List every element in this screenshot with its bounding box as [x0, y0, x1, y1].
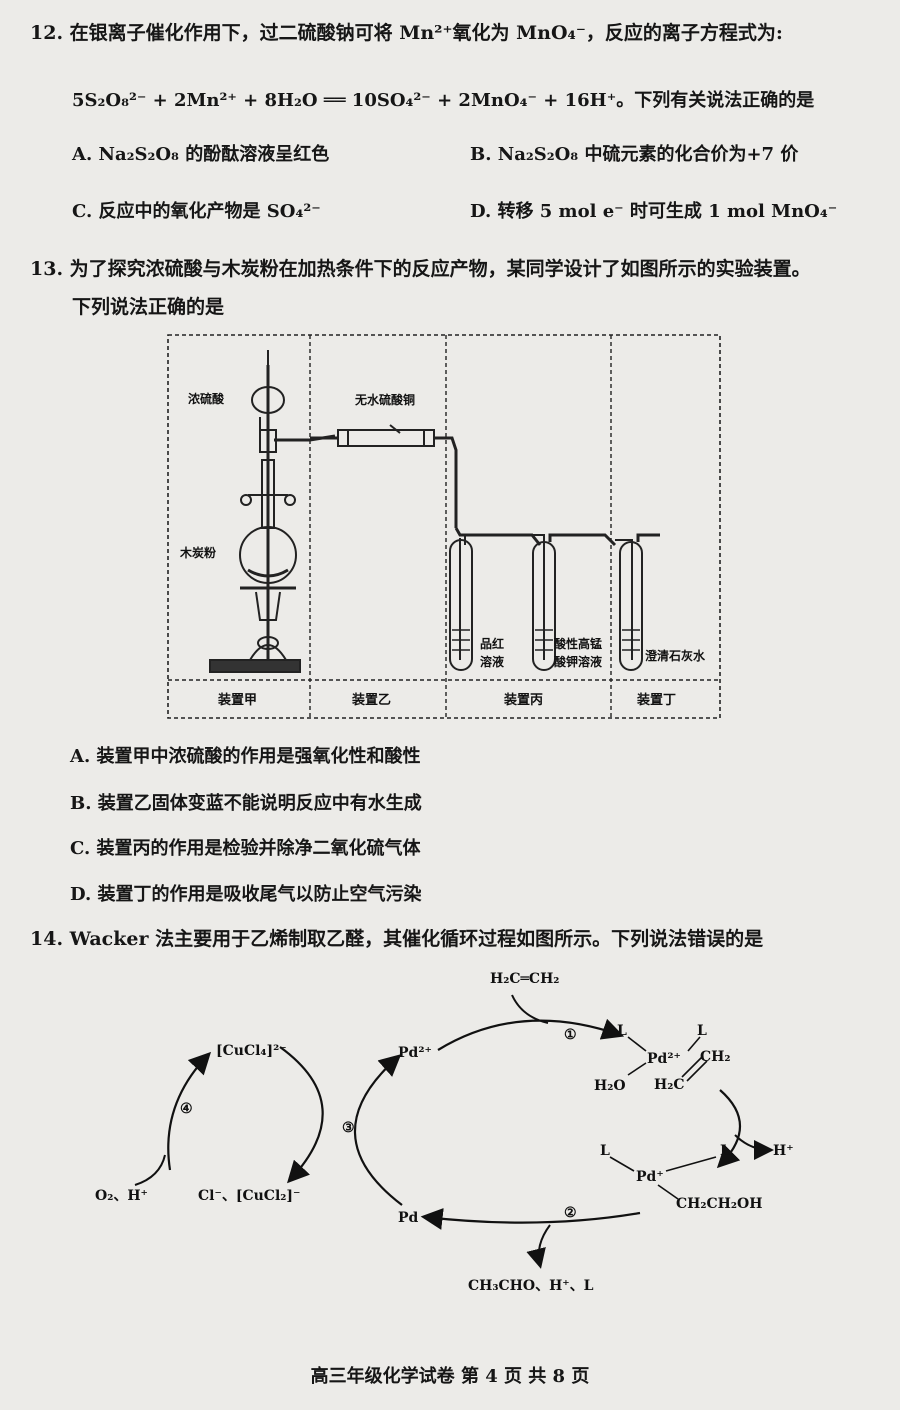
- section-ding: 装置丁: [636, 692, 676, 708]
- section-yi: 装置乙: [351, 692, 391, 708]
- q12-equation: 5S₂O₈²⁻ + 2Mn²⁺ + 8H₂O ══ 10SO₄²⁻ + 2MnO…: [72, 90, 617, 111]
- label-conc-acid: 浓硫酸: [188, 391, 225, 406]
- svg-text:H₂O: H₂O: [594, 1078, 626, 1094]
- q12-option-b: B. Na₂S₂O₈ 中硫元素的化合价为+7 价: [470, 144, 799, 165]
- svg-text:CH₂CH₂OH: CH₂CH₂OH: [676, 1196, 762, 1212]
- section-jia: 装置甲: [217, 692, 257, 708]
- label-charcoal: 木炭粉: [179, 545, 216, 560]
- q12-option-d: D. 转移 5 mol e⁻ 时可生成 1 mol MnO₄⁻: [470, 201, 838, 222]
- apparatus-jia: [209, 350, 336, 673]
- q12-option-c: C. 反应中的氧化产物是 SO₄²⁻: [72, 201, 321, 222]
- svg-text:CH₂: CH₂: [700, 1049, 731, 1065]
- q12-option-a: A. Na₂S₂O₈ 的酚酞溶液呈红色: [72, 144, 330, 165]
- q13-stem-line1: 13. 为了探究浓硫酸与木炭粉在加热条件下的反应产物，某同学设计了如图所示的实验…: [30, 258, 811, 280]
- svg-text:L: L: [600, 1143, 610, 1159]
- label-o2-h: O₂、H⁺: [95, 1188, 148, 1204]
- label-ethylene: H₂C═CH₂: [490, 971, 559, 987]
- step-3: ③: [342, 1120, 355, 1136]
- section-bing: 装置丙: [503, 692, 543, 708]
- q13-apparatus-figure: 浓硫酸 木炭粉 无水硫酸铜 品红 溶液 酸性高锰 酸钾溶液: [167, 334, 721, 719]
- step-2: ②: [564, 1205, 577, 1221]
- label-limewater: 澄清石灰水: [645, 648, 706, 663]
- svg-text:Pd²⁺: Pd²⁺: [647, 1051, 681, 1067]
- label-kmno4-1: 酸性高锰: [554, 636, 602, 651]
- q13-option-a: A. 装置甲中浓硫酸的作用是强氧化性和酸性: [70, 746, 421, 767]
- svg-text:H₂C: H₂C: [654, 1077, 685, 1093]
- apparatus-yi: [310, 424, 458, 528]
- apparatus-bing: [449, 527, 617, 671]
- figure-frame: [167, 334, 721, 719]
- step-1: ①: [564, 1027, 577, 1043]
- label-pinhong-2: 溶液: [480, 654, 504, 669]
- q13-option-b: B. 装置乙固体变蓝不能说明反应中有水生成: [70, 793, 422, 814]
- label-cucl4: [CuCl₄]²⁻: [216, 1043, 287, 1059]
- q14-catalytic-cycle-figure: H₂C═CH₂ Pd²⁺ ① L L Pd²⁺ H₂O CH₂ H₂C H⁺ L…: [95, 971, 794, 1294]
- label-pd2: Pd²⁺: [398, 1045, 432, 1061]
- q12-stem: 12. 在银离子催化作用下，过二硫酸钠可将 Mn²⁺氧化为 MnO₄⁻，反应的离…: [30, 22, 783, 44]
- label-pd: Pd: [398, 1210, 419, 1226]
- q13-option-c: C. 装置丙的作用是检验并除净二氧化硫气体: [70, 838, 421, 859]
- step-4: ④: [180, 1101, 193, 1117]
- svg-text:Pd⁺: Pd⁺: [636, 1169, 664, 1185]
- q12-equation-line: 5S₂O₈²⁻ + 2Mn²⁺ + 8H₂O ══ 10SO₄²⁻ + 2MnO…: [72, 86, 814, 112]
- q12-equation-tail: 。下列有关说法正确的是: [616, 90, 815, 111]
- label-cl-cucl2: Cl⁻、[CuCl₂]⁻: [198, 1188, 300, 1204]
- q13-stem-line2: 下列说法正确的是: [72, 296, 225, 318]
- label-h-plus: H⁺: [773, 1143, 794, 1159]
- label-kmno4-2: 酸钾溶液: [554, 654, 602, 669]
- q14-stem: 14. Wacker 法主要用于乙烯制取乙醛，其催化循环过程如图所示。下列说法错…: [30, 928, 764, 950]
- complex-2: L L Pd⁺ CH₂CH₂OH: [600, 1143, 762, 1212]
- label-cuso4: 无水硫酸铜: [354, 392, 415, 407]
- label-pinhong-1: 品红: [480, 636, 504, 651]
- label-products: CH₃CHO、H⁺、L: [468, 1278, 594, 1294]
- svg-text:L: L: [720, 1143, 730, 1159]
- svg-text:L: L: [697, 1023, 707, 1039]
- page-footer: 高三年级化学试卷 第 4 页 共 8 页: [310, 1366, 590, 1387]
- apparatus-ding: [615, 533, 660, 671]
- complex-1: L L Pd²⁺ H₂O CH₂ H₂C: [594, 1023, 731, 1094]
- q13-option-d: D. 装置丁的作用是吸收尾气以防止空气污染: [70, 884, 422, 905]
- svg-text:L: L: [617, 1023, 627, 1039]
